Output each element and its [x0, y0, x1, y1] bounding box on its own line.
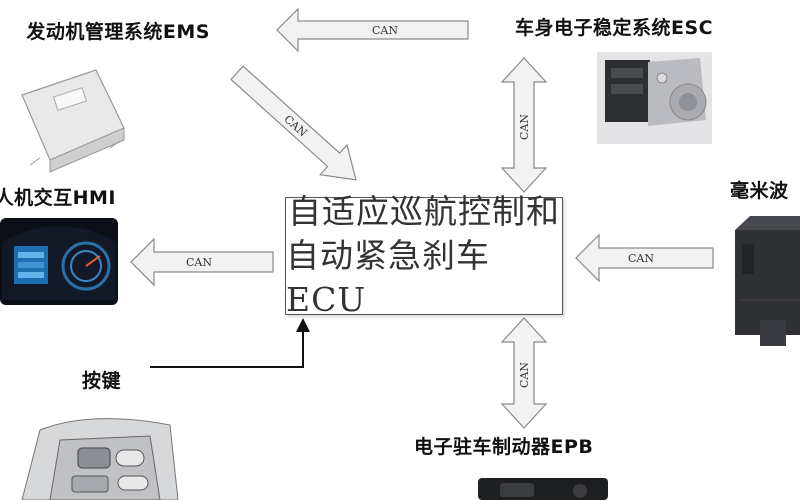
arrow-ecu-to-hmi: CAN	[130, 237, 274, 287]
arrow-esc-ecu: CAN	[500, 57, 548, 193]
arrow-esc-to-ems: CAN	[276, 7, 469, 53]
arrow-ecu-epb: CAN	[500, 317, 548, 429]
can-label-esc-ecu: CAN	[518, 114, 531, 140]
arrow-ems-to-ecu: CAN	[230, 65, 357, 181]
ecu-title-line2: 自动紧急刹车ECU	[286, 236, 490, 319]
can-label-radar-ecu: CAN	[628, 252, 654, 265]
epb-label: 电子驻车制动器EPB	[414, 436, 594, 458]
ecu-title-line1: 自适应巡航控制和	[288, 192, 560, 231]
ems-module-image	[21, 69, 125, 173]
ecu-box: 自适应巡航控制和 自动紧急刹车ECU	[285, 192, 563, 319]
radar-module-image	[735, 216, 800, 346]
hmi-cluster-image	[0, 218, 118, 305]
esc-label: 车身电子稳定系统ESC	[515, 17, 714, 39]
can-label-ecu-epb: CAN	[518, 362, 531, 388]
can-label-esc-ems: CAN	[372, 24, 398, 37]
ems-label: 发动机管理系统EMS	[26, 21, 210, 43]
hmi-label: 人机交互HMI	[0, 187, 116, 209]
can-label-ecu-hmi: CAN	[186, 256, 212, 269]
arrow-keys-to-ecu	[150, 318, 310, 368]
esc-unit-image	[597, 52, 712, 144]
steering-keys-image	[21, 418, 179, 500]
arrow-radar-to-ecu: CAN	[575, 233, 714, 283]
radar-label: 毫米波	[730, 180, 789, 202]
keys-label: 按键	[82, 370, 122, 392]
epb-actuator-image	[478, 478, 608, 500]
